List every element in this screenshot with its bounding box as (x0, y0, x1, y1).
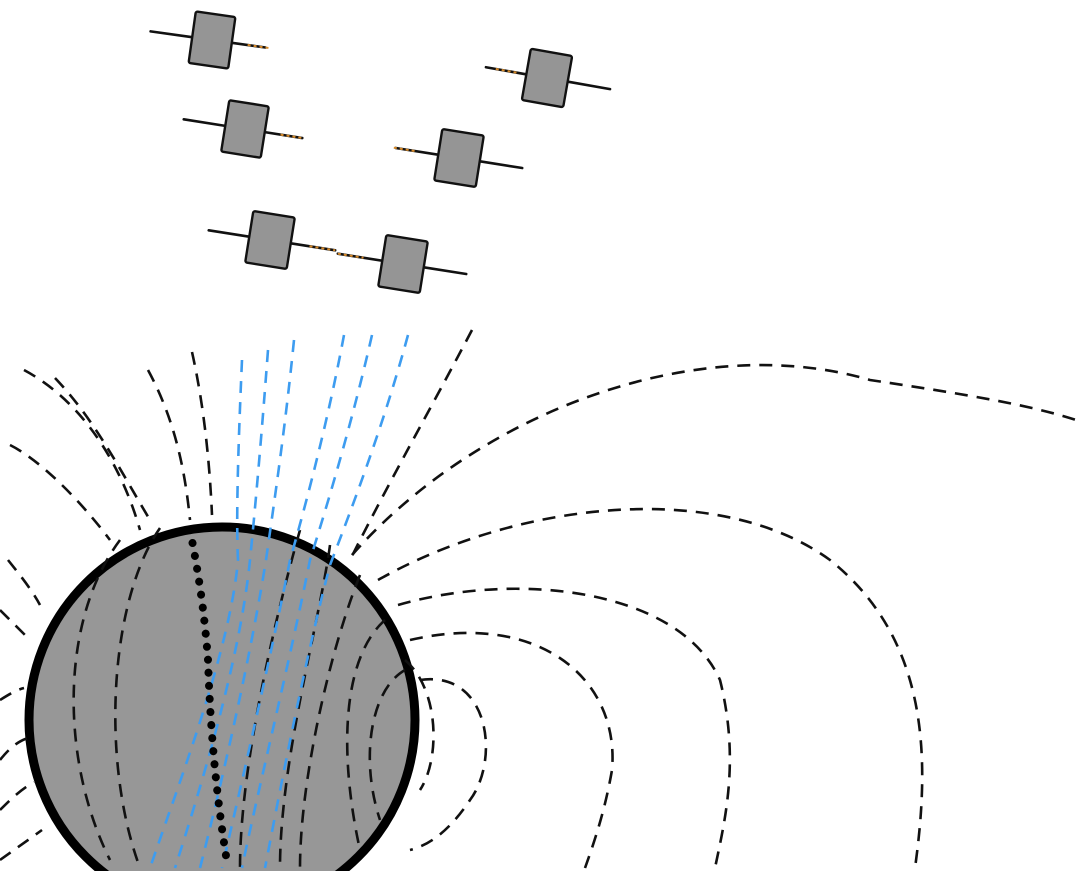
polar-field-line (173, 349, 270, 869)
satellite-icon (182, 99, 304, 159)
field-line (114, 527, 162, 869)
satellite-icon (393, 128, 524, 188)
dotted-axis (186, 526, 232, 871)
field-line (348, 329, 474, 561)
field-lines-outer (0, 329, 1076, 869)
polar-field-line (263, 334, 410, 869)
field-line (409, 677, 488, 852)
field-line (377, 507, 924, 869)
field-line (0, 609, 31, 641)
field-line (0, 686, 25, 702)
polar-field-line (240, 334, 374, 869)
field-line (54, 377, 152, 521)
field-line (368, 668, 406, 821)
polar-field-line (220, 334, 346, 869)
field-line (23, 368, 142, 531)
field-line (9, 443, 112, 541)
field-line (0, 780, 35, 811)
field-line (6, 559, 42, 606)
field-line (404, 659, 435, 791)
satellite-icon (149, 10, 270, 70)
field-line (298, 574, 362, 869)
satellite-icon (484, 47, 612, 109)
field-line (72, 539, 122, 861)
field-line (409, 631, 614, 869)
field-line (146, 369, 192, 521)
polar-field-lines (148, 334, 410, 869)
satellite-icon (336, 234, 468, 294)
field-line (351, 363, 1076, 556)
field-line (190, 351, 214, 516)
field-line (345, 619, 386, 851)
field-line (278, 544, 332, 869)
polar-field-line (148, 359, 244, 869)
field-line (0, 828, 43, 862)
satellite-icon (207, 210, 337, 270)
field-line (0, 736, 29, 761)
